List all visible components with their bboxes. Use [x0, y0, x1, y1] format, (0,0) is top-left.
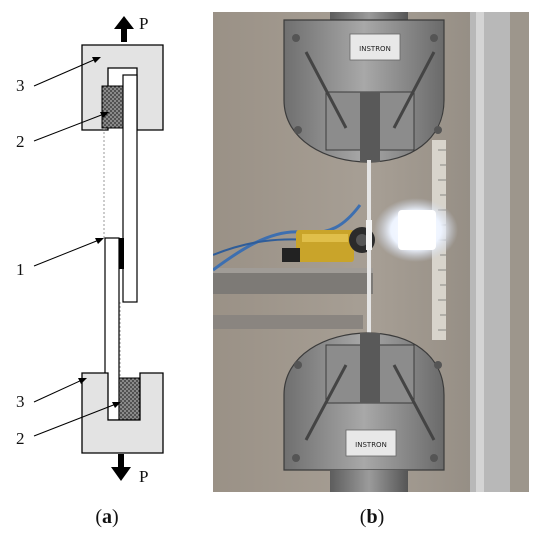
- panel-a-schematic: P P 3 2 1: [16, 14, 164, 486]
- adherend-upper: [122, 74, 138, 303]
- insert-top: [101, 85, 124, 129]
- callout-3-bottom: 3: [16, 392, 25, 411]
- force-label-top: P: [139, 14, 148, 33]
- callout-3-top: 3: [16, 76, 25, 95]
- adhesive-joint: [119, 238, 124, 269]
- force-arrow-top-icon: [114, 16, 134, 42]
- light-panel: [398, 210, 436, 250]
- grip-bottom: [81, 372, 164, 454]
- caption-a: (a): [95, 506, 118, 528]
- callout-leaders: [33, 57, 121, 437]
- photo-brand-bottom: INSTRON: [355, 441, 387, 449]
- panel-b-photo: INSTRON INSTRON: [213, 12, 529, 492]
- callout-2-bottom: 2: [16, 429, 25, 448]
- insert-bottom: [118, 377, 141, 421]
- photo-brand-top: INSTRON: [359, 45, 391, 53]
- caption-b: (b): [360, 506, 384, 528]
- force-arrow-bottom-icon: [111, 454, 131, 481]
- callout-1: 1: [16, 260, 25, 279]
- force-label-bottom: P: [139, 467, 148, 486]
- callout-2-top: 2: [16, 132, 25, 151]
